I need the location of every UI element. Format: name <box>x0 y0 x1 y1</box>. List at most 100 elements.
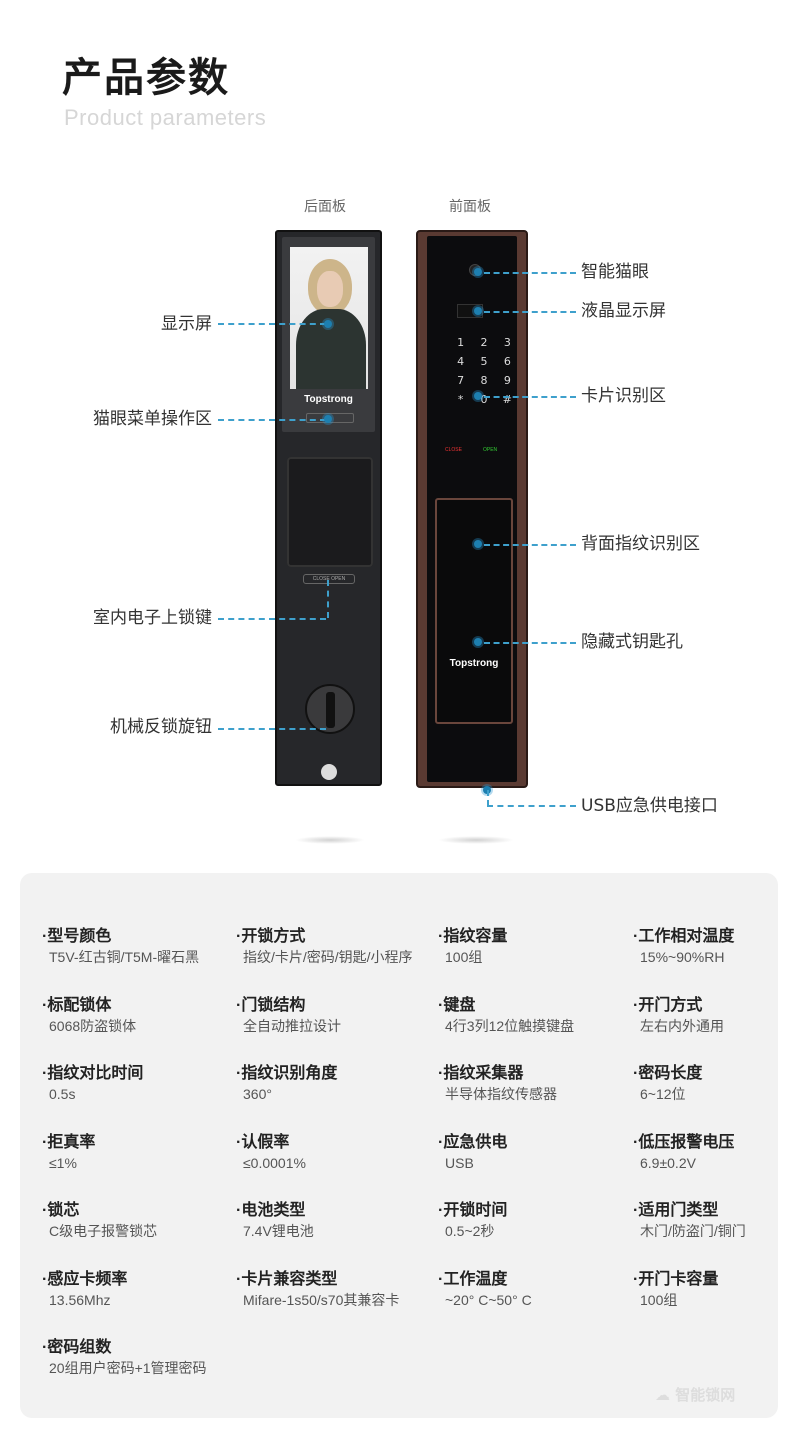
screw-icon <box>321 764 337 780</box>
spec-label: ·指纹对比时间 <box>42 1065 144 1082</box>
keypad-key: 6 <box>503 355 511 368</box>
spec-item: ·指纹识别角度 360° <box>236 1064 428 1104</box>
keypad-key: 9 <box>503 374 511 387</box>
spec-label: ·指纹容量 <box>438 928 508 945</box>
spec-value: 木门/防盗门/铜门 <box>640 1223 746 1239</box>
open-label: OPEN <box>483 447 498 453</box>
spec-label: ·门锁结构 <box>236 996 306 1014</box>
spec-label: ·开锁时间 <box>438 1202 508 1219</box>
spec-value: ~20° C~50° C <box>445 1291 532 1308</box>
fingerprint-handle: Topstrong <box>435 498 513 724</box>
back-panel-image: Topstrong CLOSE OPEN <box>275 230 382 786</box>
spec-item: ·指纹容量 100组 <box>438 927 630 967</box>
spec-label: ·认假率 <box>236 1133 290 1151</box>
keypad-key: 0 <box>480 393 488 406</box>
spec-label: ·标配锁体 <box>42 996 112 1014</box>
callout-display: 显示屏 <box>161 314 212 334</box>
front-panel-caption: 前面板 <box>449 199 491 215</box>
callout-thumb-turn: 机械反锁旋钮 <box>110 717 212 737</box>
spec-item: ·开门方式左右内外通用 <box>633 996 800 1036</box>
brand-logo: Topstrong <box>304 394 353 405</box>
page-title: 产品参数 <box>62 55 230 101</box>
watermark: ☁ 智能锁网 <box>655 1386 736 1404</box>
spec-value: 6~12位 <box>640 1086 686 1102</box>
handle <box>287 457 373 567</box>
keypad-key: 7 <box>457 374 465 387</box>
callout-smart-peephole: 智能猫眼 <box>581 262 649 282</box>
spec-value: 6068防盗锁体 <box>49 1017 137 1034</box>
spec-value: ≤1% <box>49 1154 77 1171</box>
callout-card-area: 卡片识别区 <box>581 386 666 406</box>
keypad-key: * <box>457 393 464 406</box>
spec-label: ·工作相对温度 <box>633 928 735 945</box>
spec-value: 20组用户密码+1管理密码 <box>49 1360 207 1376</box>
spec-item: ·标配锁体 6068防盗锁体 <box>42 996 234 1036</box>
spec-item: ·型号颜色 T5V-红古铜/T5M-曜石黑 <box>42 927 234 967</box>
spec-item: ·指纹对比时间 0.5s <box>42 1064 234 1104</box>
spec-item: ·锁芯 C级电子报警锁芯 <box>42 1201 234 1241</box>
callout-indoor-lock-key: 室内电子上锁键 <box>93 608 212 628</box>
spec-label: ·密码长度 <box>633 1065 703 1082</box>
spec-value: 360° <box>243 1086 272 1102</box>
spec-item: ·工作温度 ~20° C~50° C <box>438 1270 630 1310</box>
spec-item: ·指纹采集器半导体指纹传感器 <box>438 1064 630 1104</box>
spec-value: T5V-红古铜/T5M-曜石黑 <box>49 949 200 965</box>
spec-value: 半导体指纹传感器 <box>445 1086 557 1102</box>
spec-value: 左右内外通用 <box>640 1017 724 1034</box>
spec-label: ·适用门类型 <box>633 1202 719 1219</box>
spec-label: ·锁芯 <box>42 1202 80 1219</box>
spec-value: 4行3列12位触摸键盘 <box>445 1017 575 1034</box>
spec-label: ·型号颜色 <box>42 928 112 945</box>
spec-label: ·开门卡容量 <box>633 1270 719 1288</box>
spec-item: ·键盘 4行3列12位触摸键盘 <box>438 996 630 1036</box>
spec-label: ·工作温度 <box>438 1270 508 1288</box>
spec-label: ·键盘 <box>438 996 476 1014</box>
spec-value: 13.56Mhz <box>49 1291 111 1308</box>
spec-value: ≤0.0001% <box>243 1154 306 1171</box>
spec-value: C级电子报警锁芯 <box>49 1223 158 1239</box>
spec-label: ·指纹采集器 <box>438 1065 524 1082</box>
spec-item: ·电池类型 7.4V锂电池 <box>236 1201 428 1241</box>
keypad-key: 8 <box>480 374 488 387</box>
page-subtitle: Product parameters <box>64 105 267 130</box>
spec-value: 7.4V锂电池 <box>243 1223 314 1239</box>
spec-label: ·密码组数 <box>42 1339 112 1356</box>
menu-buttons <box>306 413 354 423</box>
spec-item: ·开锁方式指纹/卡片/密码/钥匙/小程序 <box>236 927 428 967</box>
spec-label: ·指纹识别角度 <box>236 1065 338 1082</box>
spec-label: ·电池类型 <box>236 1202 306 1219</box>
close-label: CLOSE <box>445 447 462 453</box>
spec-value: 100组 <box>640 1291 678 1308</box>
keypad-key: # <box>502 393 512 406</box>
spec-item: ·密码组数 20组用户密码+1管理密码 <box>42 1338 234 1378</box>
lock-button: CLOSE OPEN <box>303 574 355 584</box>
callout-usb-port: USB应急供电接口 <box>581 796 718 816</box>
spec-value: 指纹/卡片/密码/钥匙/小程序 <box>243 949 413 965</box>
keypad-key: 2 <box>480 336 488 349</box>
spec-label: ·拒真率 <box>42 1133 96 1151</box>
spec-value: Mifare-1s50/s70其兼容卡 <box>243 1291 400 1308</box>
keypad-key: 4 <box>457 355 465 368</box>
keypad-key: 5 <box>480 355 488 368</box>
thumb-turn-knob <box>305 684 355 734</box>
spec-value: 6.9±0.2V <box>640 1154 696 1171</box>
callout-fingerprint: 背面指纹识别区 <box>581 534 700 554</box>
brand-logo-front: Topstrong <box>449 658 499 669</box>
back-panel-caption: 后面板 <box>304 199 346 215</box>
spec-label: ·开锁方式 <box>236 928 306 945</box>
callout-peephole-menu: 猫眼菜单操作区 <box>93 409 212 429</box>
spec-value: 0.5s <box>49 1086 76 1102</box>
spec-label: ·开门方式 <box>633 996 703 1014</box>
spec-item: ·密码长度 6~12位 <box>633 1064 800 1104</box>
spec-item: ·认假率 ≤0.0001% <box>236 1133 428 1173</box>
display-screen <box>290 247 368 389</box>
spec-value: 100组 <box>445 949 483 965</box>
